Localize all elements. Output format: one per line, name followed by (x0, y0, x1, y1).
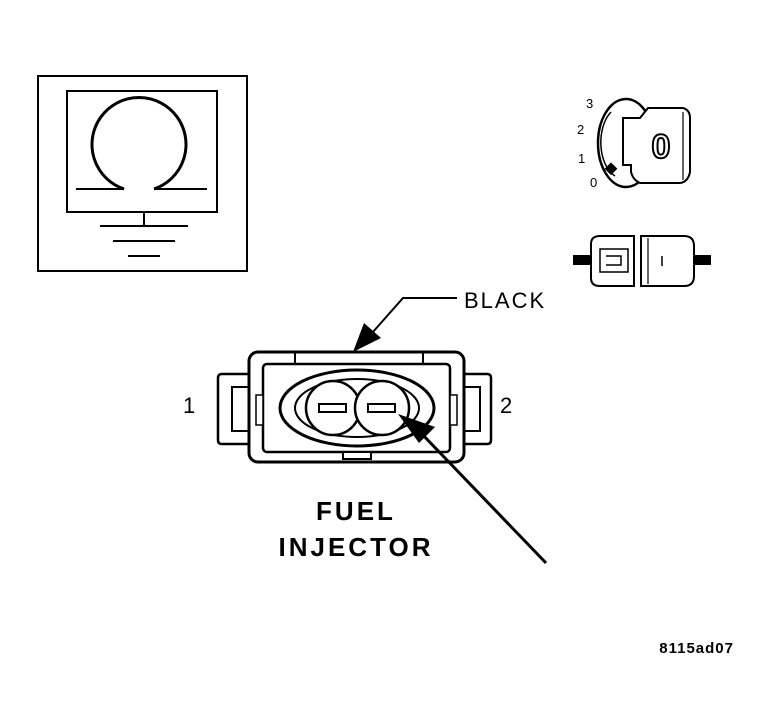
connector-title-line-2: INJECTOR (279, 532, 434, 562)
wire-color-label: BLACK (464, 288, 546, 313)
ignition-position-1: 1 (578, 151, 585, 166)
terminal-1-label: 1 (183, 393, 197, 418)
terminal-probe-arrow (398, 414, 548, 565)
fuel-injector-connector (216, 350, 493, 464)
ignition-key-icon: 3 2 1 0 0 (577, 96, 691, 190)
ignition-position-3: 3 (586, 96, 593, 111)
ignition-position-0: 0 (590, 175, 597, 190)
key-mark: 0 (652, 128, 671, 166)
ignition-position-2: 2 (577, 122, 584, 137)
unplugged-connector-icon (573, 235, 711, 287)
ohmmeter-ground-icon (37, 75, 248, 272)
connector-title-line-1: FUEL (316, 496, 396, 526)
wire-color-leader-arrow (353, 297, 457, 352)
figure-code: 8115ad07 (659, 640, 734, 657)
terminal-2-label: 2 (500, 393, 514, 418)
